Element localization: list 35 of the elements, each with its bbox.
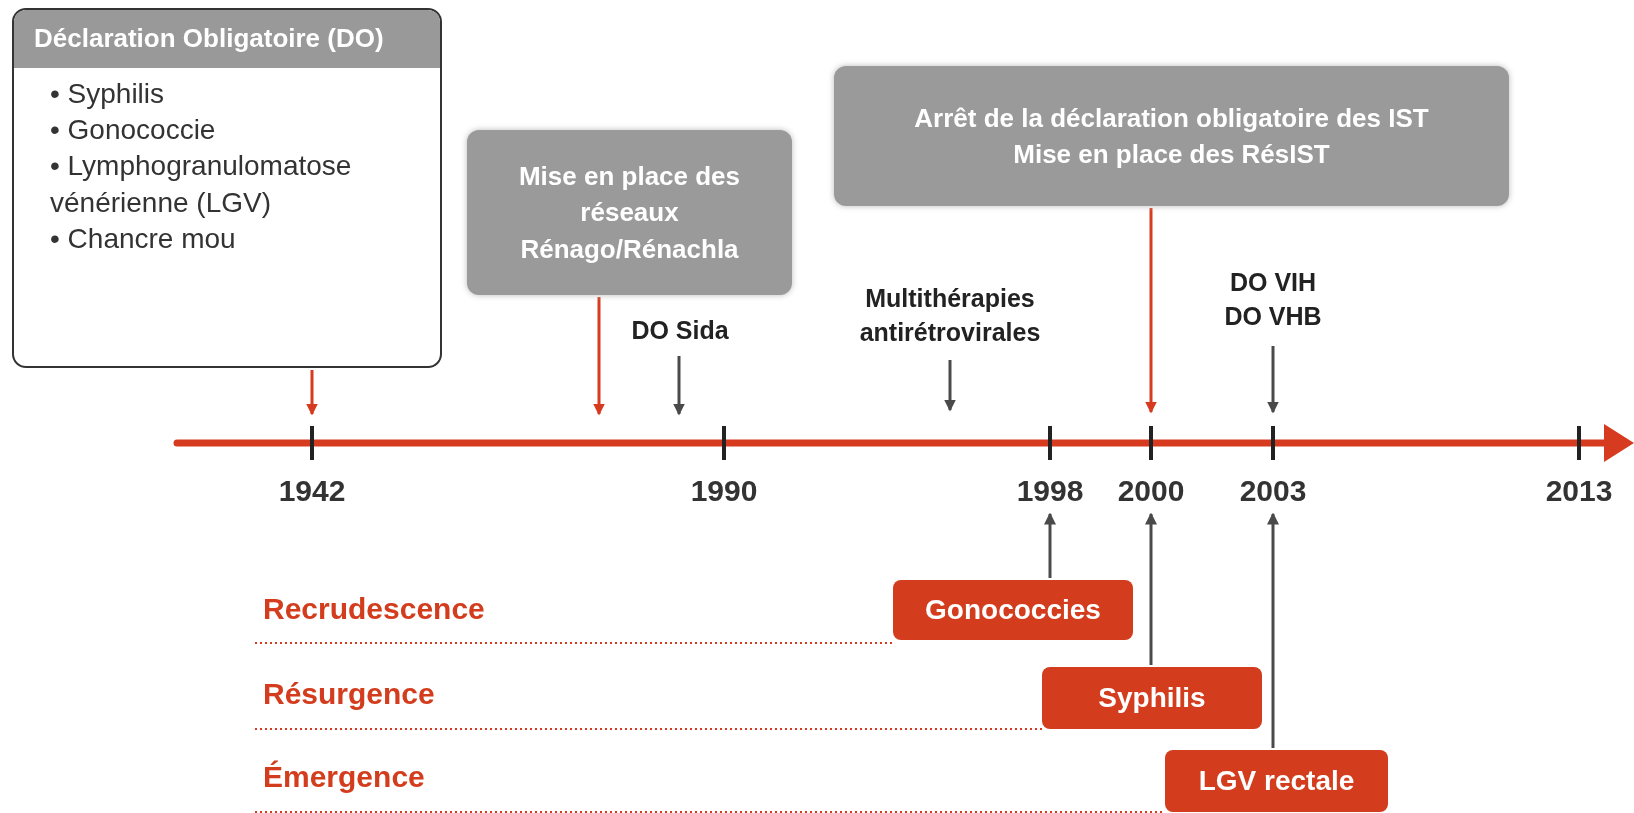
arrow xyxy=(593,297,605,416)
year-label: 2003 xyxy=(1235,474,1311,510)
year-label: 1942 xyxy=(278,474,346,508)
category-label: Émergence xyxy=(263,760,425,794)
arrow xyxy=(1267,512,1279,748)
event-badge: Gonococcies xyxy=(893,580,1133,640)
category-label: Résurgence xyxy=(263,677,435,711)
year-label: 1990 xyxy=(690,474,758,508)
note-box xyxy=(12,8,442,368)
list-item: • Chancre mou xyxy=(50,222,237,257)
event-text: Multithérapies antirétrovirales xyxy=(858,283,1042,348)
arrow xyxy=(1145,512,1157,665)
arrow xyxy=(1145,208,1157,414)
year-label: 1998 xyxy=(1012,474,1088,510)
box-text: Arrêt de la déclaration obligatoire des IST xyxy=(914,101,1429,135)
list-item: • Gonococcie xyxy=(50,113,217,148)
event-box: Mise en place des réseaux Rénago/Rénachla xyxy=(467,130,792,295)
event-text: DO VHB xyxy=(1223,300,1323,332)
arrow xyxy=(944,360,956,412)
event-badge: LGV rectale xyxy=(1165,750,1388,812)
event-text: DO Sida xyxy=(630,315,730,346)
year-label: 2013 xyxy=(1545,474,1613,508)
arrow xyxy=(673,356,685,416)
box-text: Mise en place des RésIST xyxy=(1013,138,1330,171)
year-label: 2000 xyxy=(1113,474,1189,510)
arrow xyxy=(1044,512,1056,578)
category-label: Recrudescence xyxy=(263,592,485,626)
list-item: • Syphilis xyxy=(50,76,166,111)
list-item: • Lymphogranulomatose vénérienne (LGV) xyxy=(50,149,353,220)
arrow xyxy=(1267,346,1279,414)
event-badge: Syphilis xyxy=(1042,667,1262,729)
event-text: DO VIH xyxy=(1228,267,1318,298)
box-heading: Déclaration Obligatoire (DO) xyxy=(14,10,440,68)
arrow xyxy=(306,370,318,416)
event-box xyxy=(834,66,1509,206)
